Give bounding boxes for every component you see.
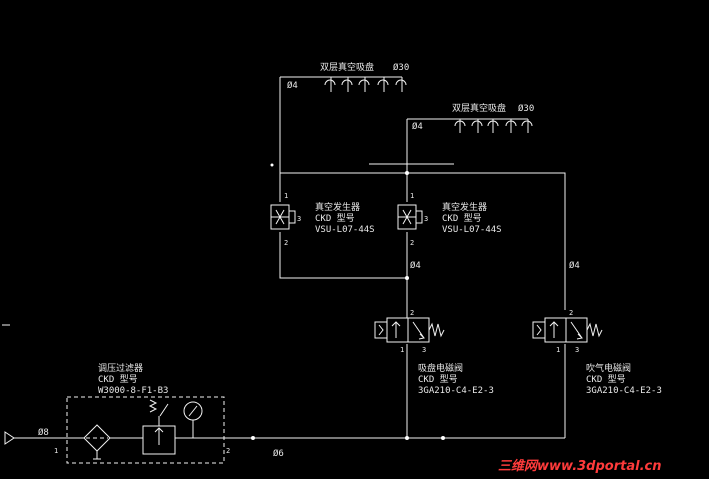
valve-blow-maker: CKD 型号 bbox=[586, 374, 626, 385]
cup-group-left-size: Ø30 bbox=[393, 62, 409, 73]
regulator-port-in: 1 bbox=[54, 447, 58, 455]
solenoid-valve-suction: 2 1 3 吸盘电磁阀 CKD 型号 3GA210-C4-E2-3 bbox=[374, 309, 494, 396]
main-pipe-label: Ø6 bbox=[273, 448, 284, 459]
filter-regulator: 调压过滤器 CKD 型号 W3000-8-F1-B3 1 2 bbox=[54, 362, 230, 464]
valve-blow-port-exhaust: 3 bbox=[575, 346, 579, 354]
generator-left-port-bottom: 2 bbox=[284, 239, 288, 247]
solenoid-valve-blow: 2 1 3 吹气电磁阀 CKD 型号 3GA210-C4-E2-3 bbox=[532, 309, 662, 396]
vacuum-generator-left: 1 3 2 真空发生器 CKD 型号 VSU-L07-44S bbox=[270, 192, 375, 247]
cup-group-left-pipe: Ø4 bbox=[287, 80, 298, 91]
valve-suction-maker: CKD 型号 bbox=[418, 374, 458, 385]
vacuum-cup-group-left: 双层真空吸盘 Ø30 Ø4 bbox=[287, 61, 409, 92]
vacuum-generator-right: 1 3 2 真空发生器 CKD 型号 VSU-L07-44S bbox=[397, 192, 502, 247]
blow-line-pipe-label: Ø4 bbox=[569, 260, 580, 271]
valve-suction-port-exhaust: 3 bbox=[422, 346, 426, 354]
cup-group-left-label: 双层真空吸盘 bbox=[320, 61, 374, 73]
generator-right-maker: CKD 型号 bbox=[442, 213, 482, 224]
generator-left-port-side: 3 bbox=[297, 215, 301, 223]
cup-group-right-pipe: Ø4 bbox=[412, 121, 423, 132]
vacuum-cup-group-right: 双层真空吸盘 Ø30 Ø4 bbox=[412, 102, 534, 133]
cup-group-right-size: Ø30 bbox=[518, 103, 534, 114]
supply-pipe-label: Ø8 bbox=[38, 427, 49, 438]
valve-suction-name: 吸盘电磁阀 bbox=[418, 362, 463, 374]
valve-suction-port-in: 1 bbox=[400, 346, 404, 354]
generator-right-port-bottom: 2 bbox=[410, 239, 414, 247]
generator-right-name: 真空发生器 bbox=[442, 201, 487, 213]
valve-blow-port-in: 1 bbox=[556, 346, 560, 354]
regulator-name: 调压过滤器 bbox=[98, 362, 143, 374]
generator-right-port-side: 3 bbox=[424, 215, 428, 223]
regulator-port-out: 2 bbox=[226, 447, 230, 455]
valve-suction-model: 3GA210-C4-E2-3 bbox=[418, 386, 494, 396]
regulator-model: W3000-8-F1-B3 bbox=[98, 386, 168, 396]
generator-right-model: VSU-L07-44S bbox=[442, 225, 502, 235]
valve-suction-port-out: 2 bbox=[410, 309, 414, 317]
generator-left-port-top: 1 bbox=[284, 192, 288, 200]
watermark: 三维网www.3dportal.cn bbox=[498, 458, 661, 474]
generator-feed-pipe-label: Ø4 bbox=[410, 260, 421, 271]
valve-blow-port-out: 2 bbox=[569, 309, 573, 317]
generator-left-maker: CKD 型号 bbox=[315, 213, 355, 224]
generator-right-port-top: 1 bbox=[410, 192, 414, 200]
generator-left-name: 真空发生器 bbox=[315, 201, 360, 213]
valve-blow-model: 3GA210-C4-E2-3 bbox=[586, 386, 662, 396]
regulator-maker: CKD 型号 bbox=[98, 374, 138, 385]
cup-group-right-label: 双层真空吸盘 bbox=[452, 102, 506, 114]
valve-blow-name: 吹气电磁阀 bbox=[586, 362, 631, 374]
generator-left-model: VSU-L07-44S bbox=[315, 225, 375, 235]
